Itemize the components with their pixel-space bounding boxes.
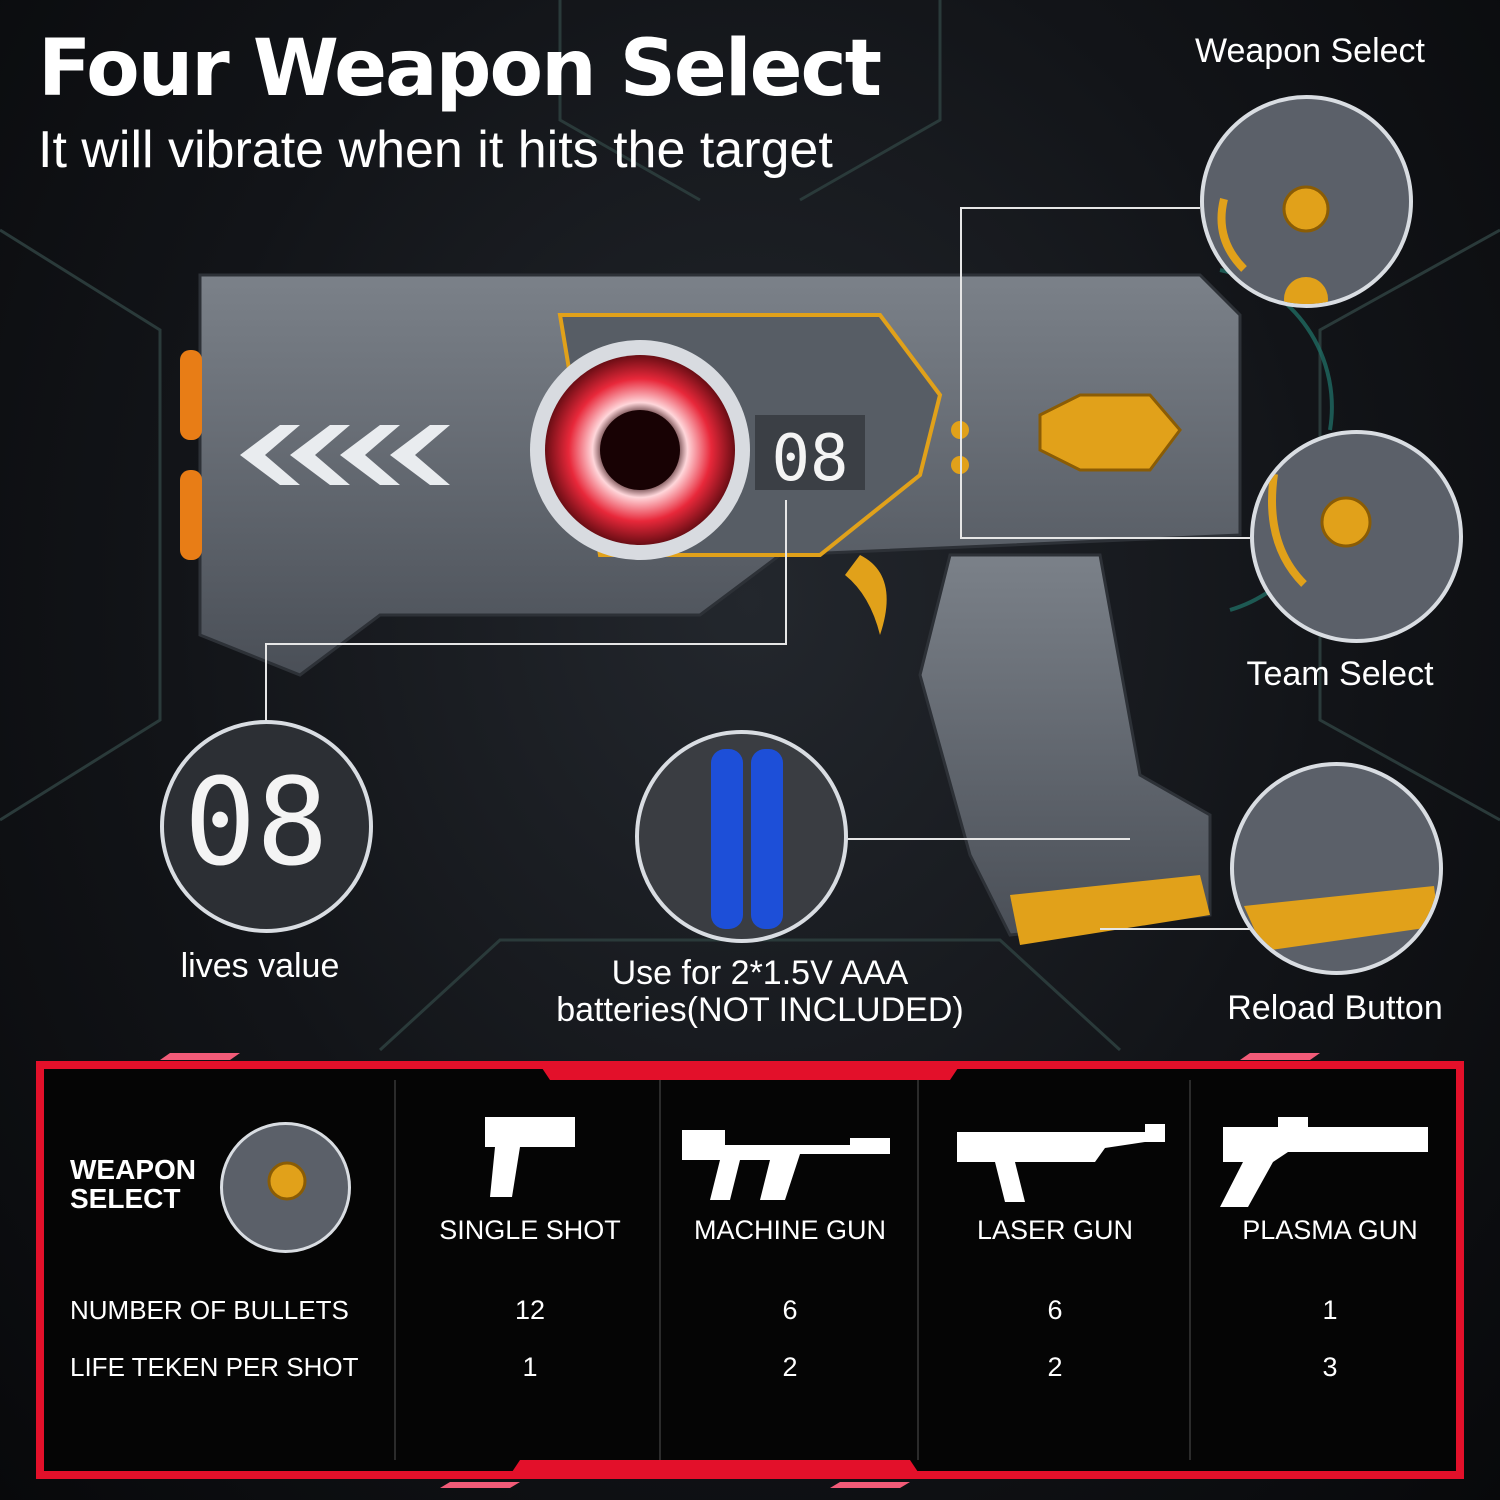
lives-zoom: 08 — [160, 720, 373, 933]
weapon-table-panel: WEAPON SELECT NUMBER OF BULLETS LIFE TEK… — [30, 1050, 1470, 1490]
reload-button-icon — [1244, 886, 1439, 951]
rifle-icon — [682, 1130, 890, 1200]
lives-lead-line-up — [785, 500, 787, 645]
laser-gun-icon — [957, 1124, 1165, 1202]
row-label-bullets: NUMBER OF BULLETS — [70, 1295, 349, 1325]
weapon-select-lead-line — [960, 207, 1200, 209]
team-select-label: Team Select — [1246, 655, 1434, 693]
team-select-zoom — [1250, 430, 1463, 643]
battery-icon — [711, 749, 783, 929]
reload-lead-line — [1100, 928, 1280, 930]
lives-lead-line — [265, 643, 785, 645]
battery-label: Use for 2*1.5V AAA batteries(NOT INCLUDE… — [540, 954, 980, 1030]
battery-zoom — [635, 730, 848, 943]
table-header-line2: SELECT — [70, 1183, 181, 1215]
plasma-gun-icon — [1220, 1117, 1428, 1207]
team-select-button-icon — [1268, 473, 1372, 587]
row-label-life: LIFE TEKEN PER SHOT — [70, 1352, 359, 1382]
life-plasma-gun: 3 — [1322, 1352, 1338, 1382]
zoom-digit-display: 08 — [184, 754, 329, 893]
battery-label-line2: batteries(NOT INCLUDED) — [556, 991, 964, 1030]
reload-zoom — [1230, 762, 1443, 975]
battery-label-line1: Use for 2*1.5V AAA — [611, 954, 909, 992]
weapon-name-laser-gun: LASER GUN — [976, 1215, 1134, 1245]
table-frame — [36, 1053, 1464, 1488]
team-select-lead-line-vertical — [960, 207, 962, 537]
weapon-name-plasma-gun: PLASMA GUN — [1242, 1215, 1418, 1245]
lives-lead-line-vertical — [265, 643, 267, 723]
life-single-shot: 1 — [522, 1352, 538, 1382]
weapon-name-single-shot: SINGLE SHOT — [439, 1215, 621, 1245]
weapon-select-zoom — [1200, 95, 1413, 308]
bullets-laser-gun: 6 — [1047, 1295, 1063, 1325]
life-machine-gun: 2 — [782, 1352, 798, 1382]
bullets-single-shot: 12 — [514, 1295, 546, 1325]
reload-button-label: Reload Button — [1227, 989, 1443, 1027]
battery-lead-line — [840, 838, 1130, 840]
bullets-machine-gun: 6 — [782, 1295, 798, 1325]
table-weapon-select-zoom — [220, 1122, 351, 1253]
table-header-line1: WEAPON — [70, 1154, 196, 1185]
page-subtitle: It will vibrate when it hits the target — [38, 121, 833, 179]
life-laser-gun: 2 — [1047, 1352, 1063, 1382]
table-header: WEAPON SELECT — [70, 1155, 196, 1214]
bullets-plasma-gun: 1 — [1322, 1295, 1338, 1325]
pistol-icon — [485, 1117, 575, 1197]
table-weapon-select-button-icon — [267, 1161, 307, 1201]
weapon-name-machine-gun: MACHINE GUN — [693, 1215, 886, 1245]
lives-value-label: lives value — [180, 947, 340, 985]
team-select-lead-line — [960, 537, 1250, 539]
gun-digit-display: 08 — [771, 422, 848, 496]
weapon-select-button-icon — [1217, 185, 1330, 304]
weapon-select-label: Weapon Select — [1195, 32, 1425, 70]
laser-tag-gun-image: 08 — [180, 273, 1242, 945]
page-title: Four Weapon Select — [38, 24, 882, 114]
